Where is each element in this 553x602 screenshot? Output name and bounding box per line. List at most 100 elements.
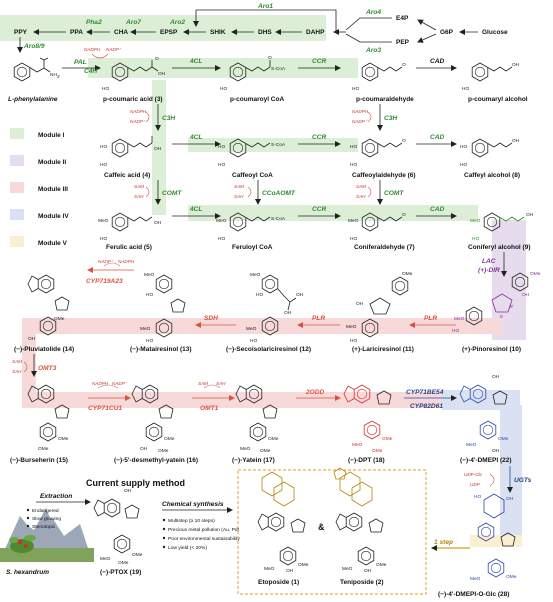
svg-text:OMe: OMe [372,448,383,454]
cofactor-nadp-2: NADP⁺ [130,119,146,124]
node-glucose: Glucose [482,29,508,36]
node-pep: PEP [396,39,410,46]
svg-text:O: O [268,55,272,61]
dmepi-glc-label: (−)-4'-DMEPI-O-Glc (28) [438,591,509,598]
cofactor-sah-2: SAH [234,194,244,199]
pinoresinol-label: (+)-Pinoresinol (10) [462,346,521,353]
enzyme-aro1: Aro1 [257,3,273,10]
supply-method: Current supply method S. hexandrum Extra… [0,467,427,595]
module-4-label: Module IV [38,213,69,220]
svg-text:8': 8' [510,304,514,310]
synthesis-bullets: Multistep (≥ 10 steps) Precious metal po… [168,518,240,551]
cofactor-nadp-5: NADP⁺ [112,381,128,386]
module-5-swatch [10,236,24,247]
cofactor-nadph: NADPH [84,47,101,52]
enzyme-aro3: Aro3 [365,47,381,54]
node-cha: CHA [114,29,128,36]
svg-text:MeO: MeO [250,272,261,278]
svg-text:OMe: OMe [132,552,143,558]
svg-text:HO: HO [460,144,467,150]
product-box [237,469,427,595]
svg-text:HO: HO [100,236,107,242]
enzyme-4cl-1: 4CL [189,58,202,65]
svg-text:MeO: MeO [348,218,359,224]
teniposide-structure: OMe MeO OH [333,467,387,574]
enzyme-c3h-2: C3H [384,115,397,122]
enzyme-aro7: Aro7 [125,19,141,26]
extraction-label: Extraction [40,493,72,500]
coniferyl-alcohol-label: Coniferyl alcohol (9) [468,244,530,251]
svg-text:8: 8 [500,314,503,320]
enzyme-lac: LAC [482,258,496,265]
burseherin-label: (−)-Burseherin (15) [10,457,68,464]
ptox-label: (−)-PTOX (19) [100,569,141,576]
svg-text:O: O [402,212,406,218]
svg-text:HO: HO [146,292,153,298]
enzyme-aro2: Aro2 [169,19,185,26]
section-title: Current supply method [86,478,185,488]
svg-text:OMe: OMe [498,436,509,442]
svg-text:OMe: OMe [158,448,169,454]
enzyme-sdh: SDH [204,315,218,322]
svg-text:O: O [402,62,406,68]
enzyme-aro89: Aro8/9 [23,43,45,50]
svg-text:HO: HO [146,338,153,344]
enzyme-pha2: Pha2 [86,19,102,26]
pluviatolide-label: (−)-Pluviatolide (14) [14,346,74,353]
one-step-label: 1 step [434,539,453,546]
enzyme-ccoaomt: CCoAOMT [262,190,296,197]
module-2-label: Module II [38,159,66,166]
svg-text:OH: OH [364,568,372,574]
svg-text:2: 2 [57,74,60,80]
enzyme-comt-1: COMT [162,190,182,197]
svg-text:Precious metal pollution (Au,: Precious metal pollution (Au, Pd) [168,527,240,533]
svg-text:HO: HO [218,162,225,168]
svg-text:HO: HO [102,86,109,92]
matairesinol-structure: MeO HO MeO HO [140,272,186,344]
svg-text:MeO: MeO [470,218,481,224]
svg-text:MeO: MeO [140,326,151,332]
node-dhs: DHS [258,29,272,36]
secoisolariciresinol-label: (−)-Secoisolariciresinol (12) [226,346,311,353]
enzyme-ccr-1: CCR [312,58,327,65]
enzyme-cad-3: CAD [430,206,445,213]
enzyme-pal: PAL [74,59,87,66]
svg-text:MeO: MeO [98,218,109,224]
svg-text:OMe: OMe [402,271,413,277]
ptox-structure: OH OMe MeO OMe [93,488,143,566]
svg-text:MeO: MeO [144,272,155,278]
enzyme-cyp71be54: CYP71BE54 [406,389,444,396]
svg-text:OH: OH [512,62,520,68]
teniposide-label: Teniposide (2) [340,579,384,586]
svg-text:HO: HO [220,86,227,92]
svg-text:OH: OH [296,292,304,298]
svg-text:OH: OH [284,310,292,316]
enzyme-4cl-3: 4CL [189,206,202,213]
svg-text:HO: HO [350,236,357,242]
p-coumaric-acid-label: p-coumaric acid (3) [103,96,163,103]
svg-text:OH: OH [28,336,36,342]
svg-text:MeO: MeO [470,576,481,582]
desmethyl-yatein-label: (−)-5'-desmethyl-yatein (16) [114,457,198,464]
svg-text:MeO: MeO [246,326,257,332]
enzyme-c4h: C4H [84,68,97,75]
svg-text:MeO: MeO [342,566,353,572]
lariciresinol-label: (+)-Lariciresinol (11) [352,346,414,353]
svg-text:HO: HO [350,144,357,150]
module-1-label: Module I [38,132,65,139]
svg-text:OH: OH [522,292,530,298]
cofactor-sah-4: SAH [12,369,22,374]
enzyme-ccr-3: CCR [312,206,327,213]
cofactor-nadp: NADP⁺ [106,47,122,52]
caffeyl-alcohol-label: Caffeyl alcohol (8) [464,172,520,179]
